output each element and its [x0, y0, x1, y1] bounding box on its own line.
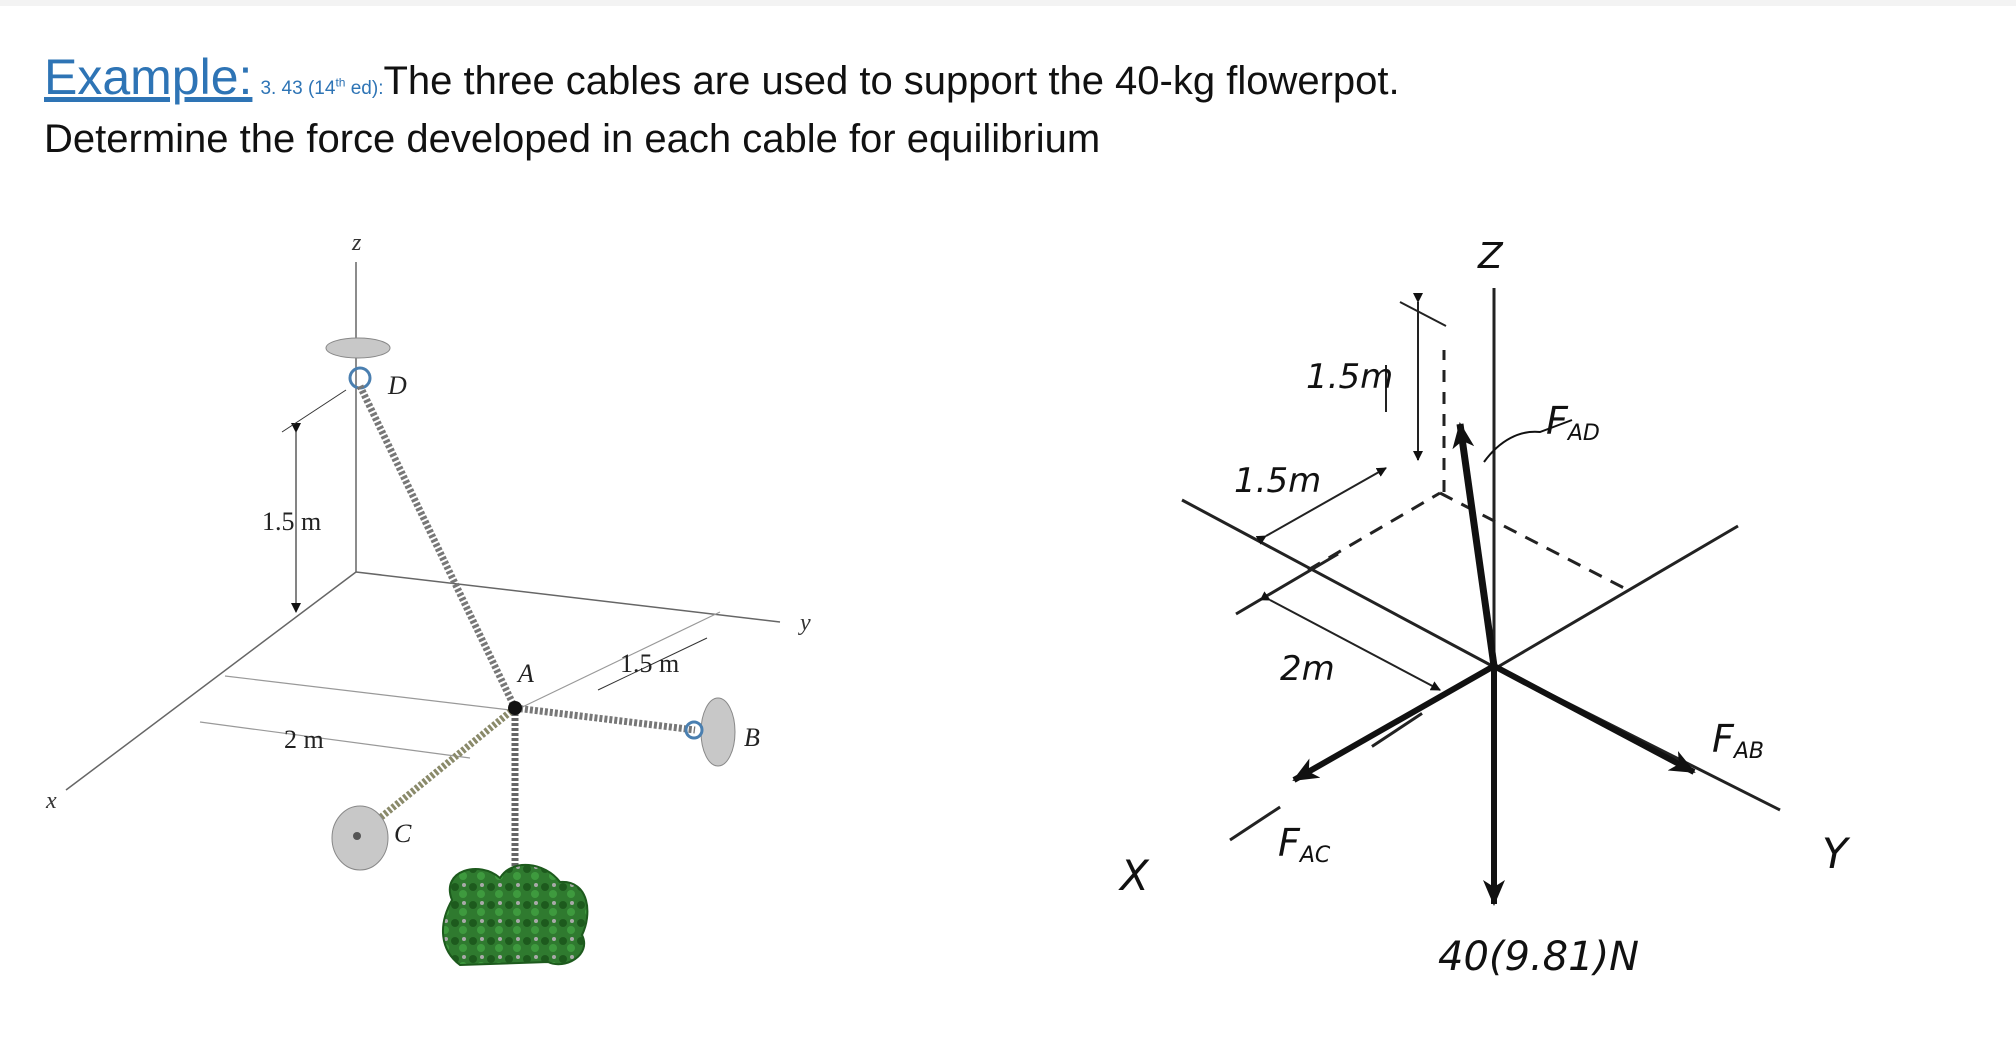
left-y-axis [355, 571, 781, 623]
top-border [0, 0, 2016, 6]
force-vector-ad [1452, 422, 1498, 667]
left-label-z: z [351, 230, 362, 256]
example-link[interactable]: Example: [44, 49, 253, 105]
cable-ad [356, 384, 519, 710]
right-figure: 1.5m 1.5m 2m Z Y X FAD FAB FAC 40(9.81)N [1118, 236, 1851, 980]
left-figure: 1.5 m 1.5 m 2 m z y x D A B C [45, 230, 811, 967]
problem-statement-line1: The three cables are used to support the… [383, 59, 1400, 103]
eye-bolt-b [684, 720, 704, 740]
label-force-ab: FAB [1712, 717, 1764, 764]
left-label-y: y [798, 610, 811, 636]
cable-ab [514, 704, 696, 734]
left-label-d: D [387, 371, 407, 400]
dim-ab-line [597, 637, 708, 691]
problem-statement-line2: Determine the force developed in each ca… [44, 117, 1101, 161]
dim-x-line [1259, 591, 1441, 691]
label-dim-x: 2m [1280, 649, 1335, 689]
left-x-axis [65, 571, 357, 791]
left-label-b: B [744, 723, 760, 752]
bolt-c [353, 832, 361, 840]
label-weight: 40(9.81)N [1438, 934, 1639, 980]
right-x-axis [1229, 664, 1495, 842]
right-label-z: Z [1477, 236, 1504, 277]
label-force-ac: FAC [1278, 821, 1331, 868]
ground-edge-line [1181, 498, 1497, 670]
support-disk-d [325, 337, 391, 359]
left-label-x: x [45, 788, 57, 814]
label-ac-dim: 2 m [284, 725, 324, 754]
dashed-construction-line [1439, 491, 1625, 590]
floor-construction-line [224, 675, 511, 711]
force-vector-ab [1492, 663, 1696, 775]
dim-extension-line [281, 389, 347, 433]
leader-line-fad [1483, 419, 1573, 463]
ground-edge-line [1235, 552, 1339, 616]
label-dim-top: 1.5m [1306, 357, 1393, 397]
textbook-reference: 3. 43 (14th ed): [260, 75, 384, 99]
label-vertical-dim: 1.5 m [262, 507, 321, 536]
right-label-x: X [1118, 851, 1150, 900]
force-vector-ac [1292, 663, 1496, 783]
floor-construction-line [511, 611, 721, 713]
ground-edge-line [1495, 524, 1739, 670]
label-dim-side: 1.5m [1234, 461, 1321, 501]
dim-extension-line [1399, 301, 1447, 327]
cable-ac [377, 705, 518, 821]
flowerpot-plant [441, 864, 589, 967]
eye-bolt-d [348, 366, 372, 390]
label-force-ad: FAD [1546, 399, 1600, 446]
left-label-c: C [394, 819, 412, 848]
dim-side-line [1255, 467, 1387, 545]
dim-extension-line [199, 721, 471, 759]
label-ab-dim: 1.5 m [620, 649, 679, 678]
right-label-y: Y [1822, 829, 1851, 878]
problem-heading: Example: 3. 43 (14th ed):The three cables… [44, 48, 1400, 106]
junction-a [508, 701, 522, 715]
left-label-a: A [516, 659, 534, 688]
support-disk-b [700, 697, 736, 767]
